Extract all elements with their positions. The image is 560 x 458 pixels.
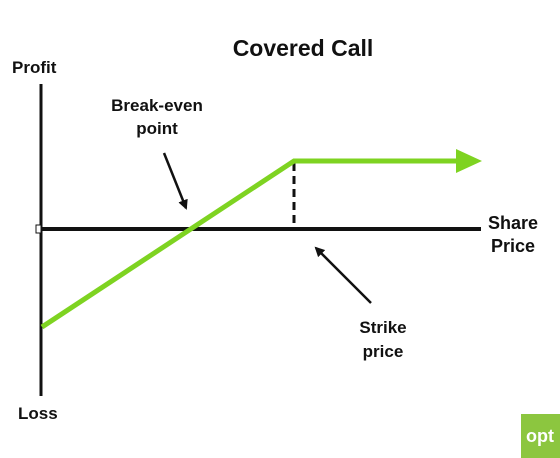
- strike-label-line1: Strike: [359, 318, 406, 337]
- x-axis-label-line2: Price: [491, 236, 535, 256]
- break-even-label-line2: point: [136, 119, 178, 138]
- strike-label-line2: price: [363, 342, 404, 361]
- y-axis-top-label: Profit: [12, 58, 57, 77]
- payoff-line: [40, 158, 458, 330]
- strike-arrow: [314, 246, 372, 304]
- y-axis-bottom-label: Loss: [18, 404, 58, 423]
- x-axis-label-line1: Share: [488, 213, 538, 233]
- axis-origin-mark: [35, 224, 42, 234]
- corner-badge-text: opt: [526, 426, 554, 446]
- diagram-title: Covered Call: [233, 35, 374, 61]
- payoff-arrowhead: [456, 149, 482, 173]
- break-even-arrow: [162, 152, 188, 210]
- break-even-label-line1: Break-even: [111, 96, 203, 115]
- corner-badge: opt: [521, 414, 560, 458]
